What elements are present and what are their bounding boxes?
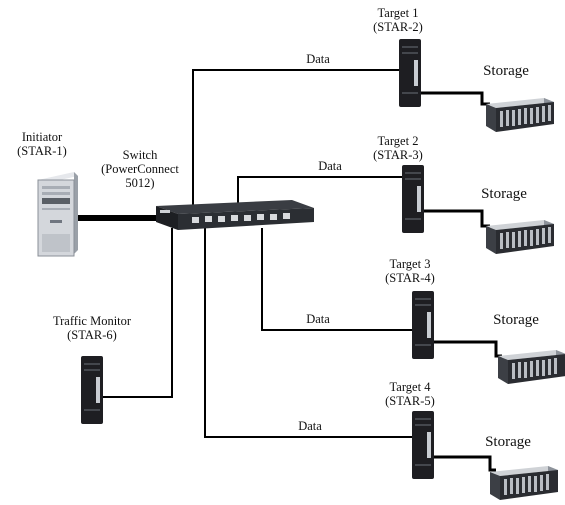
initiator-name: Initiator xyxy=(12,130,72,144)
target3-name: Target 3 xyxy=(375,257,445,271)
target4-storage-icon xyxy=(488,464,560,502)
target2-label: Target 2 (STAR-3) xyxy=(363,134,433,162)
target1-host: (STAR-2) xyxy=(363,20,433,34)
target1-link-label: Data xyxy=(300,52,336,66)
target4-server-icon xyxy=(411,410,435,480)
initiator-host: (STAR-1) xyxy=(12,144,72,158)
switch-name: Switch xyxy=(90,148,190,162)
switch-icon xyxy=(152,200,318,232)
monitor-name: Traffic Monitor xyxy=(40,314,144,328)
traffic-monitor-server-icon xyxy=(80,355,104,425)
target2-storage-label: Storage xyxy=(474,187,534,201)
target2-storage-icon xyxy=(484,218,556,256)
target2-server-icon xyxy=(401,164,425,234)
initiator-label: Initiator (STAR-1) xyxy=(12,130,72,158)
target4-host: (STAR-5) xyxy=(375,394,445,408)
target3-storage-icon xyxy=(496,348,565,386)
target3-storage-link xyxy=(433,342,502,356)
target1-storage-label: Storage xyxy=(476,64,536,78)
switch-model-line2: 5012) xyxy=(90,176,190,190)
target2-storage-link xyxy=(421,211,490,226)
monitor-host: (STAR-6) xyxy=(40,328,144,342)
target1-label: Target 1 (STAR-2) xyxy=(363,6,433,34)
target3-storage-label: Storage xyxy=(486,313,546,327)
target4-link-label: Data xyxy=(292,419,328,433)
target1-storage-link xyxy=(418,93,490,104)
target1-storage-icon xyxy=(484,96,556,134)
monitor-link xyxy=(100,228,172,397)
target1-name: Target 1 xyxy=(363,6,433,20)
target3-host: (STAR-4) xyxy=(375,271,445,285)
target2-host: (STAR-3) xyxy=(363,148,433,162)
target2-name: Target 2 xyxy=(363,134,433,148)
monitor-label: Traffic Monitor (STAR-6) xyxy=(40,314,144,342)
target4-label: Target 4 (STAR-5) xyxy=(375,380,445,408)
target3-label: Target 3 (STAR-4) xyxy=(375,257,445,285)
target3-server-icon xyxy=(411,290,435,360)
switch-model: (PowerConnect xyxy=(90,162,190,176)
initiator-server-icon xyxy=(28,172,80,258)
target3-link-label: Data xyxy=(300,312,336,326)
target1-server-icon xyxy=(398,38,422,108)
target4-storage-label: Storage xyxy=(478,435,538,449)
target2-link-label: Data xyxy=(312,159,348,173)
target4-name: Target 4 xyxy=(375,380,445,394)
switch-label: Switch (PowerConnect 5012) xyxy=(90,148,190,190)
target4-storage-link xyxy=(433,457,496,470)
